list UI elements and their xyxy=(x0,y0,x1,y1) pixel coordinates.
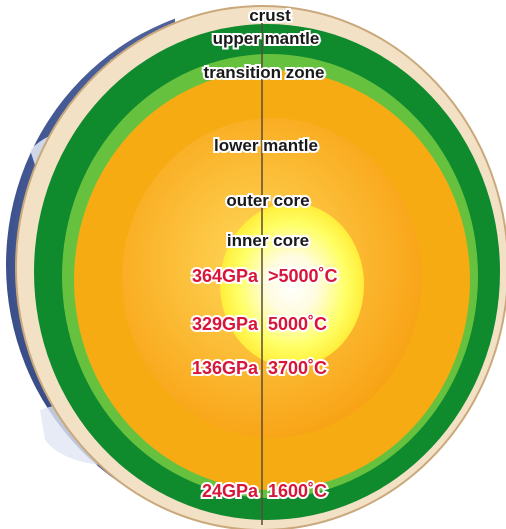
pressure-label: 329GPa xyxy=(192,314,259,334)
measurement-row: 329GPa 5000˚C xyxy=(190,312,329,336)
label-upper-mantle: upper mantle xyxy=(213,29,320,48)
measurement-row: 136GPa 3700˚C xyxy=(190,356,329,380)
label-transition-zone: transition zone xyxy=(204,63,325,82)
label-outer-core: outer core xyxy=(226,191,309,210)
temperature-label: 3700˚C xyxy=(268,358,327,378)
label-inner-core: inner core xyxy=(227,231,309,250)
temperature-label: 1600˚C xyxy=(268,481,327,501)
pressure-label: 136GPa xyxy=(192,358,259,378)
label-crust: crust xyxy=(249,6,291,25)
inner-core-layer xyxy=(220,203,364,367)
pressure-label: 24GPa xyxy=(202,481,259,501)
pressure-label: 364GPa xyxy=(192,266,259,286)
temperature-label: >5000˚C xyxy=(268,266,338,286)
measurement-row: 364GPa >5000˚C xyxy=(190,264,340,288)
measurement-row: 24GPa 1600˚C xyxy=(200,479,329,503)
label-lower-mantle: lower mantle xyxy=(214,136,318,155)
temperature-label: 5000˚C xyxy=(268,314,327,334)
